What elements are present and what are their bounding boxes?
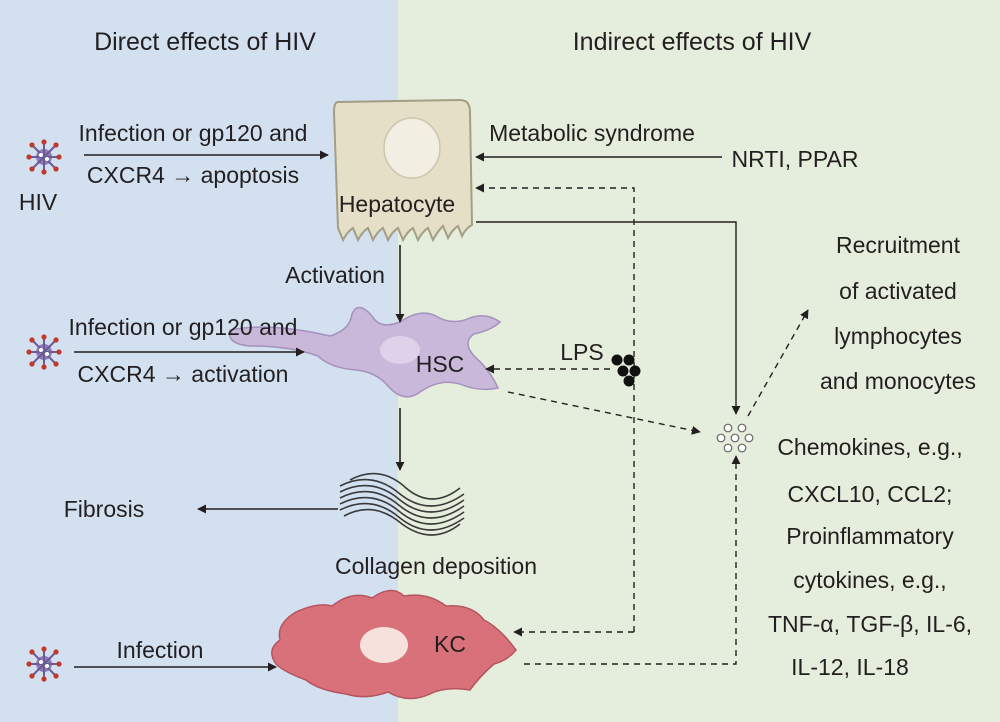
chemokines-line2: CXCL10, CCL2; [788,481,953,507]
infection-label: Infection [117,637,204,663]
kc-nucleus [360,627,408,663]
recruitment-line2: of activated [839,278,957,304]
infection-apoptosis-line2: CXCR4 → apoptosis [87,162,299,188]
hepatocyte-cell: Hepatocyte [332,98,474,243]
activation-label: Activation [285,262,385,288]
recruitment-line1: Recruitment [836,232,961,258]
chemokines-line4: cytokines, e.g., [793,567,946,593]
metabolic-syndrome-label: Metabolic syndrome [489,120,695,146]
chemokines-line6: IL-12, IL-18 [791,654,909,680]
dashed-arrow-kc-to-chemokines [524,455,741,665]
hiv-label: HIV [19,189,58,215]
dashed-line-kc-feedback [475,183,635,632]
chemokines-line1: Chemokines, e.g., [777,434,962,460]
dashed-arrow-to-recruitment [747,309,809,417]
infection-activation-line1: Infection or gp120 and [69,314,298,340]
left-panel-title: Direct effects of HIV [94,28,316,56]
collagen-fibers [339,472,465,536]
right-panel-title: Indirect effects of HIV [573,28,812,56]
hiv-virus-icon [25,333,63,371]
infection-apoptosis-line1: Infection or gp120 and [79,120,308,146]
chemokine-particles-icon [716,423,754,453]
recruitment-line3: lymphocytes [834,323,962,349]
kc-label: KC [434,631,466,657]
chemokines-line3: Proinflammatory [786,523,954,549]
collagen-label: Collagen deposition [335,553,537,579]
nrti-ppar-label: NRTI, PPAR [732,146,859,172]
infection-activation-line2: CXCR4 → activation [78,361,289,387]
hsc-label: HSC [416,351,465,377]
hiv-virus-icon [25,138,63,176]
fibrosis-label: Fibrosis [64,496,145,522]
recruitment-line4: and monocytes [820,368,976,394]
hepatocyte-nucleus [383,117,441,179]
hiv-virus-icon [25,645,63,683]
hsc-cell: HSC [228,306,502,398]
chemokines-line5: TNF-α, TGF-β, IL-6, [768,611,972,637]
hsc-nucleus [380,336,420,364]
kc-cell: KC [271,589,517,700]
lps-particles-icon [611,354,641,387]
hepatocyte-label: Hepatocyte [339,191,455,217]
arrow-hepatocyte-to-chemokines [476,221,741,415]
right-panel-background [398,0,1000,722]
lps-label: LPS [560,339,603,365]
